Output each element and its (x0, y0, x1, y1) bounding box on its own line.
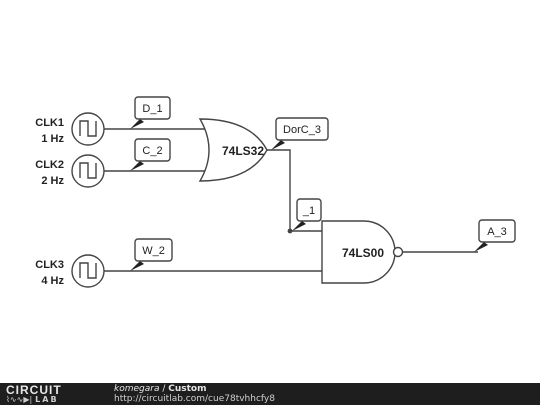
nand-gate-label: 74LS00 (342, 246, 384, 260)
schematic-canvas: CLK1 1 Hz CLK2 2 Hz CLK3 4 Hz 74LS32 74L… (35, 96, 516, 288)
clk1-name: CLK1 (35, 117, 64, 129)
probe-c2-label: C_2 (142, 145, 162, 157)
probe-dorc3[interactable]: DorC_3 (271, 117, 329, 150)
probe-a3-label: A_3 (487, 226, 507, 238)
byline-separator: / (159, 384, 169, 394)
circuit-url-link[interactable]: http://circuitlab.com/cue78tvhhcfy8 (114, 394, 275, 404)
or-gate-label: 74LS32 (222, 144, 264, 158)
clk1-freq: 1 Hz (41, 133, 64, 145)
circuitlab-logo[interactable]: CIRCUIT ⌇∿∿▶|LAB (6, 383, 106, 404)
footer-bar: CIRCUIT ⌇∿∿▶|LAB komegara / Custom http:… (0, 383, 540, 405)
byline: komegara / Custom (114, 384, 206, 394)
probe-w2[interactable]: W_2 (130, 238, 173, 271)
nand-gate[interactable] (321, 220, 404, 284)
square-wave-icon (79, 120, 97, 137)
resistor-icon: ⌇∿∿▶| (6, 395, 33, 404)
clock-source-clk2[interactable] (71, 154, 105, 188)
logo-lab: LAB (35, 395, 59, 404)
clk2-freq: 2 Hz (41, 175, 64, 187)
clock-source-clk3[interactable] (71, 254, 105, 288)
clk3-name: CLK3 (35, 259, 64, 271)
wire-or-nand (267, 149, 323, 232)
square-wave-icon (79, 262, 97, 279)
or-gate[interactable] (198, 118, 268, 182)
circuit-title: Custom (168, 384, 207, 394)
probe-c2[interactable]: C_2 (130, 138, 171, 171)
clk2-name: CLK2 (35, 159, 64, 171)
logo-subline: ⌇∿∿▶|LAB (6, 395, 59, 404)
clock-source-clk1[interactable] (71, 112, 105, 146)
probe-n1-label: _1 (302, 205, 315, 217)
wires (104, 128, 478, 272)
probe-d1-label: D_1 (142, 103, 162, 115)
probe-n1[interactable]: _1 (292, 198, 322, 231)
probe-w2-label: W_2 (142, 245, 165, 257)
junctions (287, 228, 293, 234)
clk3-freq: 4 Hz (41, 275, 64, 287)
author-link[interactable]: komegara (114, 384, 160, 394)
probe-dorc3-label: DorC_3 (283, 124, 321, 136)
probe-d1[interactable]: D_1 (130, 96, 171, 129)
square-wave-icon (79, 162, 97, 179)
probe-a3[interactable]: A_3 (474, 219, 516, 252)
inversion-bubble (392, 246, 404, 258)
logo-wordmark: CIRCUIT (6, 383, 62, 397)
